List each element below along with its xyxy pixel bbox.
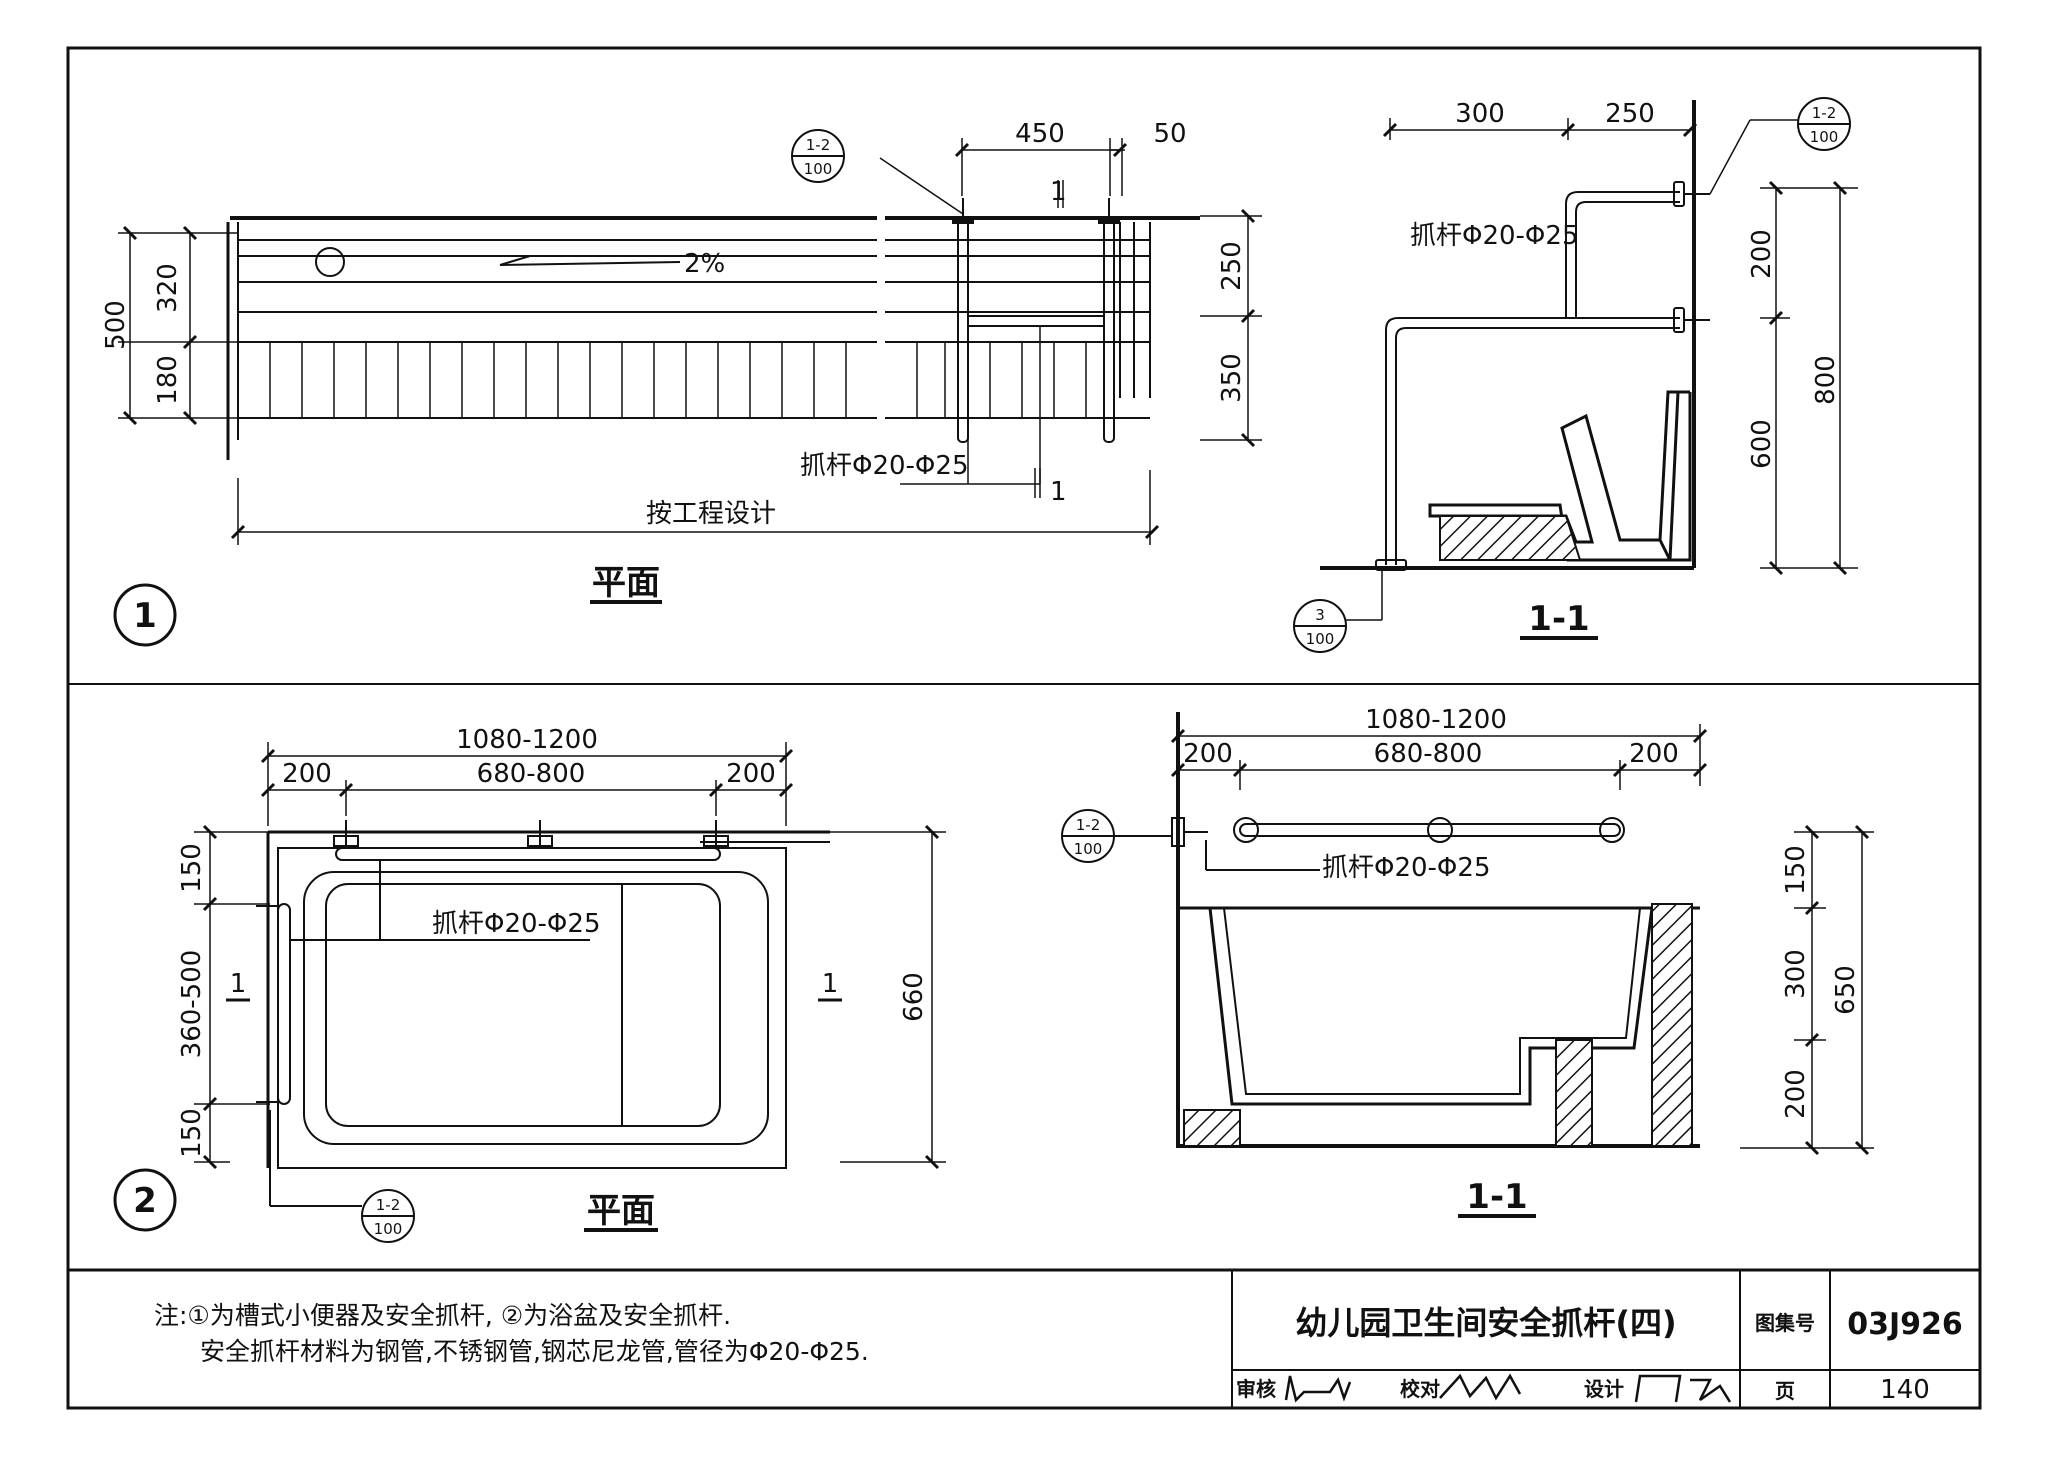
d1-plan-dim-320: 320	[153, 263, 183, 313]
d2-plan-dim-mid: 680-800	[477, 759, 586, 789]
d2-plan-ref-bottom: 100	[374, 1220, 403, 1238]
d1-plan-dim-50: 50	[1153, 119, 1186, 149]
page-number: 140	[1880, 1375, 1930, 1405]
d1-sec-dim-300: 300	[1455, 99, 1505, 129]
detail1-section	[1320, 100, 1710, 571]
d1-sec-dim-600: 600	[1747, 419, 1777, 469]
d1-plan-dim-250: 250	[1217, 241, 1247, 291]
sheet-frame	[66, 46, 1982, 1410]
d1-sec-ref2-top: 3	[1315, 606, 1325, 624]
detail1-section-hatch	[1439, 515, 1582, 561]
d2-plan-dim-200a: 200	[282, 759, 332, 789]
d1-sec-dim-200: 200	[1747, 229, 1777, 279]
d1-sec-ref-top: 1-2	[1812, 104, 1837, 122]
d2-plan-title: 平面	[587, 1191, 655, 1231]
detail1-plan-ref	[791, 129, 845, 183]
d1-plan-dim-180: 180	[153, 355, 183, 405]
d1-plan-overall-label: 按工程设计	[646, 499, 776, 529]
detail2-number: 2	[133, 1181, 157, 1221]
d2-sec-dim-200: 200	[1781, 1069, 1811, 1119]
d2-sec-dim-200a: 200	[1183, 739, 1233, 769]
signatures	[1284, 1373, 1732, 1403]
note-line-2: 安全抓杆材料为钢管,不锈钢管,钢芯尼龙管,管径为Φ20-Φ25.	[200, 1337, 869, 1366]
d1-plan-ref-top: 1-2	[806, 136, 831, 154]
detail2-section-ref	[1061, 809, 1172, 863]
detail2-plan-ref	[361, 1189, 415, 1243]
detail2-section	[1171, 712, 1700, 1148]
detail1-section-dimensions	[1346, 118, 1858, 621]
d2-sec-ref-top: 1-2	[1076, 816, 1101, 834]
detail2-section-dimensions	[1170, 724, 1874, 1156]
d1-section-title: 1-1	[1528, 599, 1589, 639]
d1-plan-slope: 2%	[684, 249, 725, 279]
d2-sec-dim-650: 650	[1831, 965, 1861, 1015]
detail1-number-circle	[113, 583, 177, 647]
d2-plan-dim-150a: 150	[177, 843, 207, 893]
d2-sec-dim-total: 1080-1200	[1365, 705, 1507, 735]
detail1-plan-dimensions	[118, 138, 1262, 545]
d2-plan-dim-200b: 200	[726, 759, 776, 789]
d2-sec-dim-300: 300	[1781, 949, 1811, 999]
detail2-section-hatches	[1183, 903, 1693, 1147]
d1-plan-dim-450: 450	[1015, 119, 1065, 149]
detail2-number-circle	[113, 1168, 177, 1232]
d2-plan-section-mark-right: 1	[822, 969, 839, 999]
atlas-number: 03J926	[1847, 1307, 1963, 1342]
d2-section-title: 1-1	[1466, 1177, 1527, 1217]
d1-plan-ref-bottom: 100	[804, 160, 833, 178]
d1-plan-section-mark-top: 1	[1050, 177, 1067, 207]
d2-sec-dim-mid: 680-800	[1374, 739, 1483, 769]
sheet-title: 幼儿园卫生间安全抓杆(四)	[1295, 1304, 1676, 1342]
d2-plan-dim-360: 360-500	[177, 950, 207, 1059]
d2-sec-ref-bottom: 100	[1074, 840, 1103, 858]
d1-sec-ref2-bottom: 100	[1306, 630, 1335, 648]
d1-plan-dim-350: 350	[1217, 353, 1247, 403]
d2-sec-dim-200b: 200	[1629, 739, 1679, 769]
d2-plan-ref-top: 1-2	[376, 1196, 401, 1214]
d1-plan-section-mark-bottom: 1	[1050, 477, 1067, 507]
note-line-1: 注:①为槽式小便器及安全抓杆, ②为浴盆及安全抓杆.	[154, 1301, 731, 1330]
design-label: 设计	[1584, 1377, 1624, 1401]
page-label: 页	[1775, 1379, 1795, 1403]
detail1-section-refs	[1293, 97, 1851, 653]
d2-plan-grab-bar-label: 抓杆Φ20-Φ25	[432, 909, 600, 939]
detail2-plan	[256, 820, 830, 1207]
review-label: 审核	[1236, 1377, 1276, 1401]
d2-plan-dim-660: 660	[899, 972, 929, 1022]
check-label: 校对	[1400, 1377, 1440, 1401]
d1-sec-grab-bar-label: 抓杆Φ20-Φ25	[1410, 221, 1578, 251]
d2-sec-grab-bar-label: 抓杆Φ20-Φ25	[1322, 853, 1490, 883]
atlas-label: 图集号	[1755, 1311, 1815, 1335]
d2-plan-dim-150b: 150	[177, 1108, 207, 1158]
d1-sec-dim-250: 250	[1605, 99, 1655, 129]
d2-plan-section-mark-left: 1	[230, 969, 247, 999]
d1-plan-title: 平面	[592, 563, 660, 603]
detail1-number: 1	[133, 596, 157, 636]
detail1-plan-stall-lines	[269, 342, 1087, 418]
d1-plan-dim-500: 500	[101, 300, 131, 350]
d2-plan-dim-total: 1080-1200	[456, 725, 598, 755]
d1-sec-ref-bottom: 100	[1810, 128, 1839, 146]
d1-plan-grab-bar-label: 抓杆Φ20-Φ25	[800, 451, 968, 481]
detail2-plan-dimensions	[194, 742, 946, 1170]
d1-sec-dim-800: 800	[1811, 355, 1841, 405]
d2-sec-dim-150: 150	[1781, 845, 1811, 895]
